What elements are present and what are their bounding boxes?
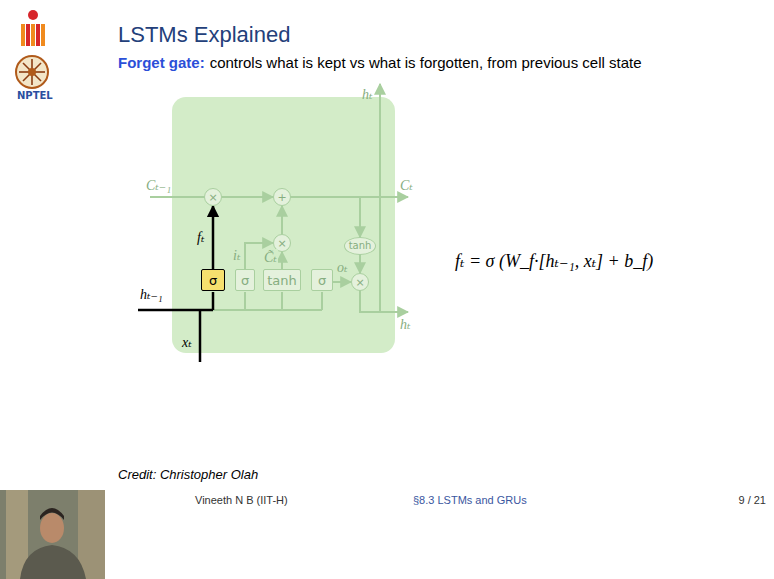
input-wires [138, 292, 213, 362]
add-op: + [273, 188, 291, 206]
multiply-op: × [351, 273, 369, 291]
connector [281, 206, 283, 234]
connector [291, 197, 360, 237]
lstm-cell [172, 97, 395, 353]
input-x: xₜ [182, 334, 192, 351]
slide-title: LSTMs Explained [118, 22, 290, 48]
edge-label: C̃ₜ [263, 249, 278, 266]
speaker-video [0, 490, 105, 579]
pale-wires [150, 84, 408, 312]
node-text: σ [209, 274, 217, 287]
node-text: + [277, 192, 286, 203]
sigmoid-gate: σ [201, 269, 225, 291]
tanh-layer: tanh [263, 269, 301, 291]
connector [333, 281, 351, 283]
nptel-wordmark: NPTEL [17, 90, 53, 101]
tanh-op: tanh [344, 237, 376, 255]
institute-logo [21, 10, 45, 46]
sigmoid-gate: σ [311, 269, 333, 291]
connector [281, 252, 283, 269]
cell-state-in: Cₜ₋₁ [146, 177, 171, 194]
node-text: σ [241, 274, 249, 287]
credit-note: Credit: Christopher Olah [118, 467, 258, 482]
nptel-logo [16, 56, 48, 88]
sigmoid-gate: σ [235, 269, 255, 291]
hidden-out-right: hₜ [400, 316, 410, 333]
edge-label: iₜ [232, 247, 241, 264]
gate-description: controls what is kept vs what is forgott… [210, 54, 642, 71]
edge-label: oₜ [336, 259, 348, 276]
node-text: tanh [349, 241, 372, 251]
multiply-op: × [204, 188, 222, 206]
footer-page: 9 / 21 [738, 494, 766, 506]
connector [212, 206, 215, 269]
gate-heading: Forget gate: [118, 54, 205, 71]
connector [359, 255, 361, 273]
node-text: × [277, 238, 286, 249]
forget-equation: fₜ = σ (W_f·[hₜ₋₁, xₜ] + b_f) [455, 250, 653, 272]
hidden-in: hₜ₋₁ [140, 286, 163, 303]
node-text: tanh [267, 274, 297, 287]
node-text: × [355, 277, 364, 288]
edge-label: fₜ [196, 229, 205, 246]
footer-author: Vineeth N B (IIT-H) [195, 494, 288, 506]
hidden-out-top: hₜ [362, 86, 372, 103]
cell-state-out: Cₜ [400, 177, 413, 194]
node-text: σ [318, 274, 326, 287]
connector [222, 196, 273, 198]
node-text: × [208, 192, 217, 203]
footer-section: §8.3 LSTMs and GRUs [413, 494, 527, 506]
